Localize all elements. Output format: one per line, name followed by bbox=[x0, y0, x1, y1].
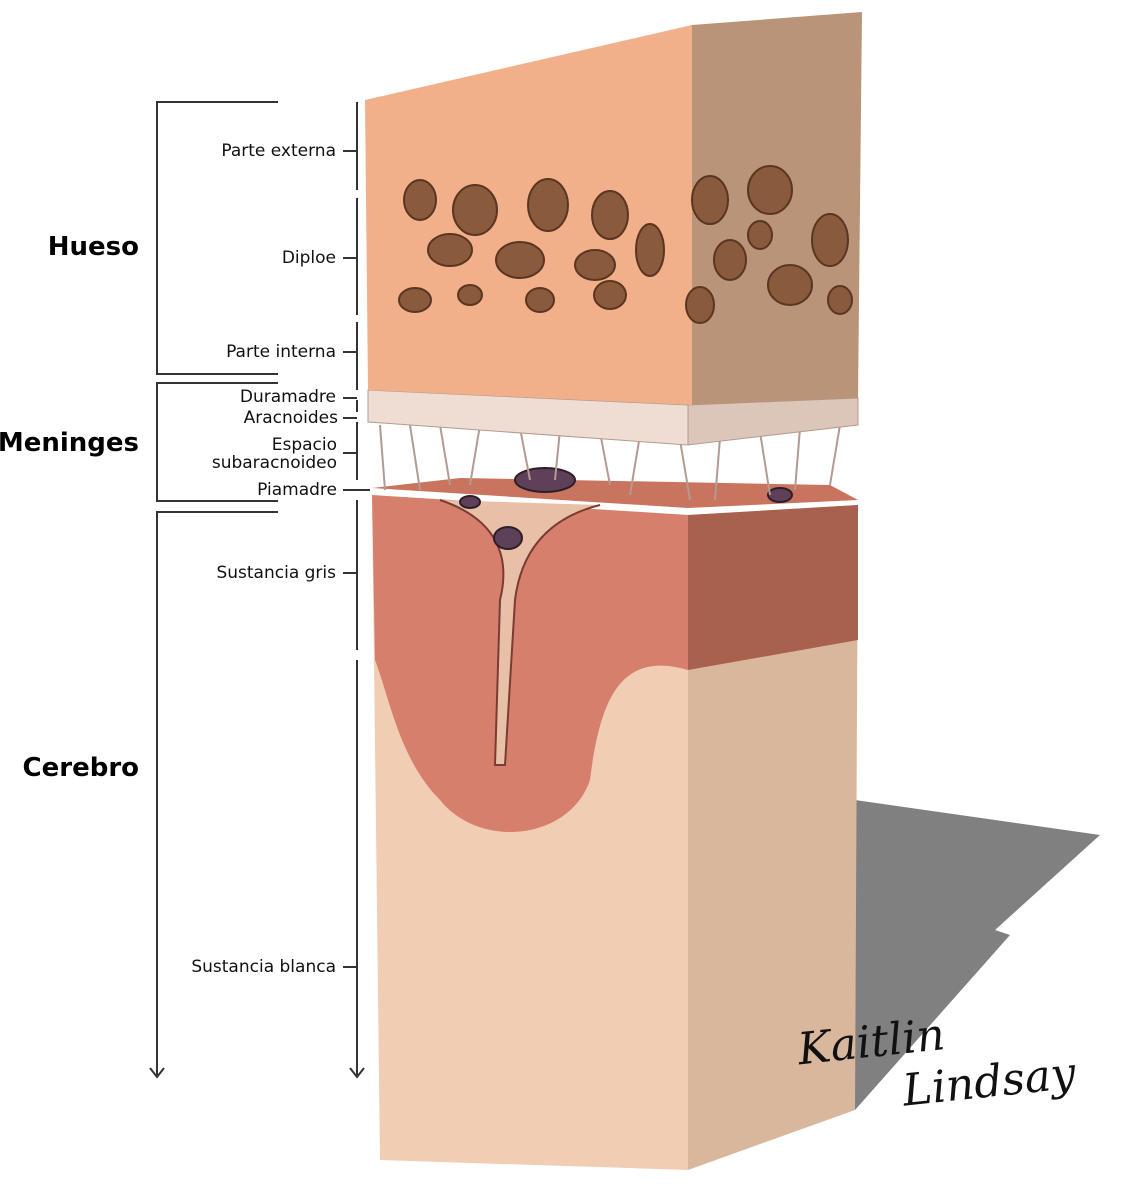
group-label-meninges: Meninges bbox=[0, 428, 139, 458]
white-matter-side bbox=[688, 505, 858, 1170]
diploe-cavities bbox=[398, 165, 853, 324]
label-arachnoid: Aracnoides bbox=[243, 408, 338, 428]
label-dura: Duramadre bbox=[239, 387, 336, 407]
shadow bbox=[855, 800, 1100, 1110]
grey-matter-front bbox=[372, 495, 688, 833]
label-subarachnoid-1: Espacio bbox=[271, 435, 337, 455]
blood-vessels bbox=[459, 467, 793, 550]
label-inner-table: Parte interna bbox=[226, 342, 336, 362]
group-label-bone: Hueso bbox=[47, 232, 139, 262]
label-white-matter: Sustancia blanca bbox=[191, 957, 336, 977]
arachnoid-trabeculae bbox=[379, 424, 841, 501]
label-diploe: Diploe bbox=[281, 248, 336, 268]
label-grey-matter: Sustancia gris bbox=[216, 563, 336, 583]
label-subarachnoid-2: subaracnoideo bbox=[211, 453, 337, 473]
label-outer-table: Parte externa bbox=[221, 141, 336, 161]
bracket-meninges bbox=[156, 382, 278, 502]
group-label-brain: Cerebro bbox=[22, 753, 139, 783]
sulcus bbox=[439, 499, 601, 766]
label-ticks bbox=[343, 150, 370, 968]
dura-side bbox=[687, 397, 859, 446]
axis-line bbox=[349, 102, 365, 1079]
label-pia: Piamadre bbox=[257, 480, 337, 500]
bracket-brain bbox=[149, 511, 278, 1079]
brain-top bbox=[372, 478, 858, 508]
bracket-bone bbox=[156, 101, 278, 375]
grey-matter-side bbox=[688, 505, 858, 670]
